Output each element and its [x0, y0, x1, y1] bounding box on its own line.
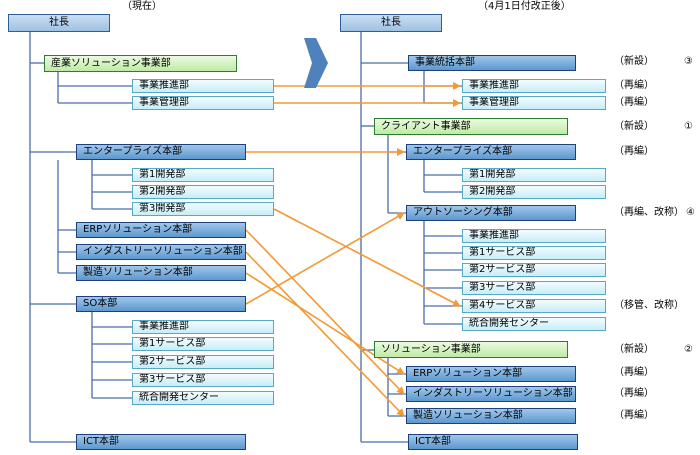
left-unit-erp: ERPソリューション本部 — [76, 222, 246, 238]
right-child-os-promotion: 事業推進部 — [462, 229, 606, 243]
note-enterprise: （再編） — [614, 146, 654, 157]
unit-label: ソリューション事業部 — [381, 343, 481, 355]
left-child-service-1: 第1サービス部 — [132, 337, 274, 351]
right-president-box: 社長 — [340, 14, 442, 32]
left-child-dev-3: 第3開発部 — [132, 202, 274, 216]
left-unit-enterprise: エンタープライズ本部 — [76, 144, 246, 160]
right-child-business-management: 事業管理部 — [462, 96, 606, 110]
unit-label: インダストリーソリューション本部 — [413, 388, 573, 399]
right-child-service-2: 第2サービス部 — [462, 263, 606, 277]
right-unit-client: クライアント事業部 — [374, 118, 568, 135]
number-3: ③ — [684, 56, 693, 67]
unit-label: ERPソリューション本部 — [413, 368, 523, 379]
right-child-service-3: 第3サービス部 — [462, 281, 606, 295]
child-label: 第3サービス部 — [469, 282, 536, 293]
child-label: 統合開発センター — [469, 318, 549, 329]
right-sub-industry: インダストリーソリューション本部 — [406, 386, 576, 402]
unit-label: アウトソーシング本部 — [413, 207, 513, 218]
unit-label: エンタープライズ本部 — [83, 146, 183, 157]
child-label: 第1開発部 — [469, 169, 516, 180]
right-child-dev-2: 第2開発部 — [462, 185, 606, 199]
number-2: ② — [684, 344, 693, 355]
child-label: 第2開発部 — [139, 186, 186, 197]
left-child-service-2: 第2サービス部 — [132, 355, 274, 369]
note-service-4: （移管、改称） — [614, 300, 684, 311]
left-unit-industry: インダストリーソリューション本部 — [76, 244, 246, 260]
right-child-service-4: 第4サービス部 — [462, 299, 606, 313]
number-4: ④ — [686, 207, 695, 218]
left-heading: （現在） — [122, 1, 162, 12]
note-manufacturing: （再編） — [614, 410, 654, 421]
child-label: 第1開発部 — [139, 169, 186, 180]
unit-label: ICT本部 — [415, 436, 452, 447]
child-label: 第2サービス部 — [139, 356, 206, 367]
note-business-promotion: （再編） — [614, 80, 654, 91]
unit-label: 事業統括本部 — [415, 57, 475, 68]
right-sub-manufacturing: 製造ソリューション本部 — [406, 408, 576, 424]
right-president-label: 社長 — [381, 17, 401, 28]
right-unit-ict: ICT本部 — [408, 434, 578, 450]
child-label: 事業管理部 — [139, 97, 189, 108]
child-label: 事業管理部 — [469, 97, 519, 108]
child-label: 事業推進部 — [139, 321, 189, 332]
note-client: （新設） — [614, 121, 654, 132]
unit-label: 産業ソリューション事業部 — [51, 57, 171, 69]
right-child-dev-1: 第1開発部 — [462, 168, 606, 182]
unit-label: ICT本部 — [83, 436, 120, 447]
unit-label: SO本部 — [83, 298, 118, 309]
right-unit-business-hq: 事業統括本部 — [408, 55, 576, 71]
left-child-dev-1: 第1開発部 — [132, 168, 274, 182]
right-sub-enterprise: エンタープライズ本部 — [406, 144, 576, 160]
left-president-label: 社長 — [49, 17, 69, 28]
child-label: 事業推進部 — [139, 80, 189, 91]
unit-label: 製造ソリューション本部 — [83, 267, 193, 278]
left-child-dev-2: 第2開発部 — [132, 185, 274, 199]
left-unit-so: SO本部 — [76, 296, 246, 312]
child-label: 事業推進部 — [469, 80, 519, 91]
number-1: ① — [684, 121, 693, 132]
left-president-box: 社長 — [8, 14, 110, 32]
child-label: 第2サービス部 — [469, 264, 536, 275]
right-child-business-promotion: 事業推進部 — [462, 79, 606, 93]
right-child-integrated-dev: 統合開発センター — [462, 317, 606, 331]
note-business-hq: （新設） — [614, 56, 654, 67]
left-child-integrated-dev: 統合開発センター — [132, 391, 274, 405]
note-solutions: （新設） — [614, 344, 654, 355]
unit-label: クライアント事業部 — [381, 120, 471, 132]
left-child-so-promotion: 事業推進部 — [132, 320, 274, 334]
child-label: 第1サービス部 — [469, 247, 536, 258]
child-label: 第4サービス部 — [469, 300, 536, 311]
unit-label: 製造ソリューション本部 — [413, 410, 523, 421]
child-label: 第3サービス部 — [139, 374, 206, 385]
left-child-service-3: 第3サービス部 — [132, 373, 274, 387]
unit-label: インダストリーソリューション本部 — [83, 246, 243, 257]
child-label: 第3開発部 — [139, 203, 186, 214]
note-erp: （再編） — [614, 367, 654, 378]
note-business-management: （再編） — [614, 97, 654, 108]
left-tree-lines — [29, 32, 132, 443]
note-industry: （再編） — [614, 388, 654, 399]
left-unit-manufacturing: 製造ソリューション本部 — [76, 265, 246, 281]
child-label: 第2開発部 — [469, 186, 516, 197]
right-child-service-1: 第1サービス部 — [462, 246, 606, 260]
left-child-business-management: 事業管理部 — [132, 96, 274, 110]
unit-label: ERPソリューション本部 — [83, 224, 193, 235]
note-outsourcing: （再編、改称） — [614, 207, 684, 218]
left-unit-ict: ICT本部 — [76, 434, 246, 450]
child-label: 第1サービス部 — [139, 338, 206, 349]
child-label: 事業推進部 — [469, 230, 519, 241]
child-label: 統合開発センター — [139, 392, 219, 403]
right-sub-erp: ERPソリューション本部 — [406, 366, 576, 382]
right-sub-outsourcing: アウトソーシング本部 — [406, 205, 576, 221]
unit-label: エンタープライズ本部 — [413, 146, 513, 157]
right-unit-solutions: ソリューション事業部 — [374, 341, 568, 358]
right-heading: （4月1日付改正後） — [478, 1, 571, 12]
transition-arrow-icon — [304, 38, 328, 88]
left-child-business-promotion: 事業推進部 — [132, 79, 274, 93]
left-unit-industrial-solutions: 産業ソリューション事業部 — [44, 55, 237, 72]
